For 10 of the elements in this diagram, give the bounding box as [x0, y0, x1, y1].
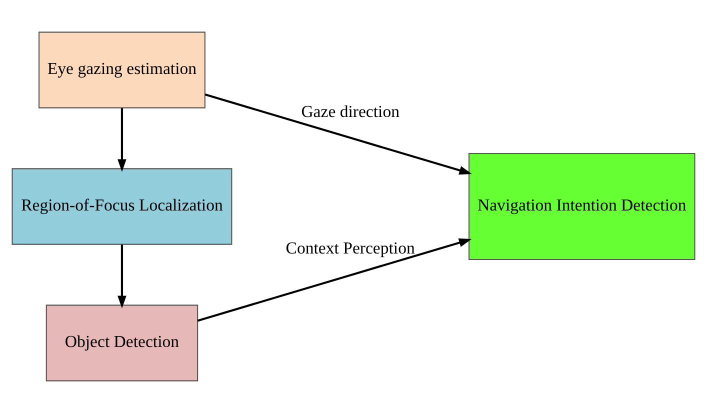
node-box: Object Detection — [46, 304, 198, 381]
arrow — [197, 238, 472, 322]
arrow — [118, 108, 126, 172]
node-box: Eye gazing estimation — [38, 31, 206, 108]
arrow — [118, 244, 126, 308]
edge-label: Context Perception — [286, 238, 415, 258]
node-box: Navigation Intention Detection — [468, 152, 696, 260]
edge-label: Gaze direction — [301, 102, 400, 121]
node-box: Region-of-Focus Localization — [12, 168, 232, 244]
arrow — [204, 92, 472, 174]
